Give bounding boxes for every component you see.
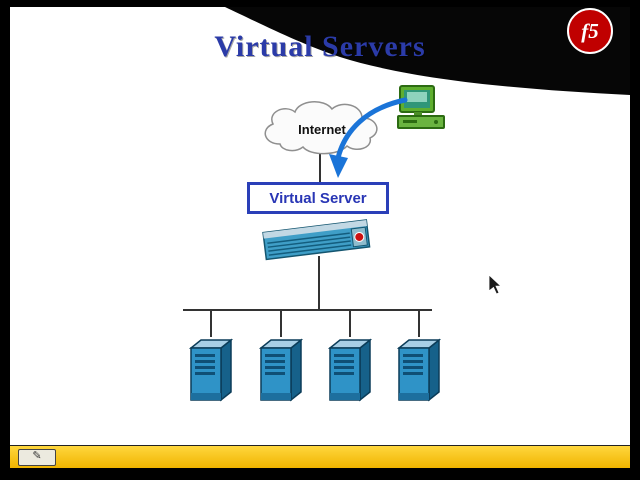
internet-cloud: Internet [252,96,392,158]
network-bus-line [183,309,432,311]
server-tower-icon [328,338,372,402]
server-tower-icon [397,338,441,402]
presentation-slide: Virtual Servers f5 Internet [10,7,630,468]
backend-server-tower [259,309,303,402]
backend-server-tower [328,309,372,402]
backend-server-tower [189,309,233,402]
server-tower-icon [259,338,303,402]
internet-label: Internet [298,122,346,137]
connector-box-to-bus [318,256,320,310]
traffic-arrow-icon [329,97,408,178]
virtual-server-label: Virtual Server [269,189,367,207]
mouse-cursor-icon [488,275,502,295]
pencil-tool-button[interactable]: ✎ [18,448,56,466]
connector-cloud-to-box [319,150,321,182]
server-connector-line [210,309,212,337]
server-tower-icon [189,338,233,402]
slide-title: Virtual Servers [214,30,426,63]
pencil-icon: ✎ [32,449,42,462]
f5-logo-text: f5 [581,18,599,43]
server-connector-line [280,309,282,337]
annotation-toolbar: ✎ [10,445,630,468]
backend-server-tower [397,309,441,402]
server-connector-line [349,309,351,337]
virtual-server-box: Virtual Server [247,182,389,214]
server-connector-line [418,309,420,337]
f5-logo-icon: f5 [567,8,613,54]
f5-appliance-icon [256,210,380,264]
